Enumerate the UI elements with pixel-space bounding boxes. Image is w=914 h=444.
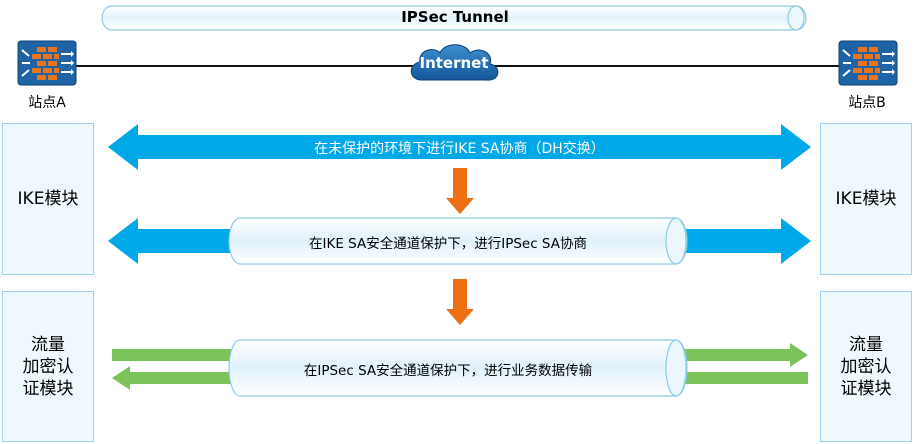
internet-label: Internet [419,54,489,72]
flow-module-left-line1: 流量 [31,334,65,355]
ike-module-left-label: IKE模块 [17,189,79,209]
flow-module-right-line3: 证模块 [840,378,892,399]
firewall-icon [17,40,77,86]
ipsec-tunnel-tube [101,5,807,31]
orange-down-arrow-icon [446,168,474,214]
cloud-icon [410,44,499,81]
step3-label: 在IPSec SA安全通道保护下，进行业务数据传输 [303,363,593,379]
flow-module-right-line1: 流量 [849,334,883,355]
step2-label: 在IKE SA安全通道保护下，进行IPSec SA协商 [309,236,587,252]
firewall-icon [838,40,898,86]
ike-module-right: IKE模块 [820,123,912,275]
ike-module-right-label: IKE模块 [835,189,897,209]
orange-down-arrow-icon [446,279,474,325]
ipsec-sa-secure-channel-tube [228,339,688,397]
ike-sa-secure-channel-tube [228,217,688,265]
ike-sa-negotiation-arrow [108,124,811,170]
step1-label: 在未保护的环境下进行IKE SA协商（DH交换） [314,141,605,157]
flow-module-left-line3: 证模块 [22,378,74,399]
flow-module-left: 流量 加密认 证模块 [2,291,94,442]
site-a-label: 站点A [28,95,66,111]
flow-module-right: 流量 加密认 证模块 [820,291,912,442]
ike-module-left: IKE模块 [2,123,94,275]
flow-module-right-line2: 加密认 [840,356,892,377]
site-b-label: 站点B [848,95,886,111]
ipsec-tunnel-label: IPSec Tunnel [401,8,509,26]
flow-module-left-line2: 加密认 [22,356,74,377]
